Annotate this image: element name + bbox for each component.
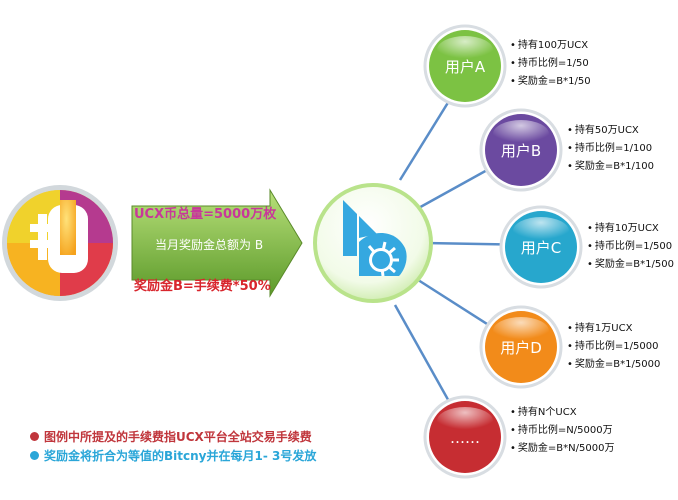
user-more-ratio: 持币比例=N/5000万 [510,422,614,440]
user-d-reward: 奖励金=B*1/5000 [567,356,660,374]
total-supply-text: UCX币总量=5000万枚 [134,206,277,222]
user-d-ratio: 持币比例=1/5000 [567,338,660,356]
user-a-details: 持有100万UCX 持币比例=1/50 奖励金=B*1/50 [510,37,591,91]
user-c-details: 持有10万UCX 持币比例=1/500 奖励金=B*1/500 [587,220,674,274]
user-c-holding: 持有10万UCX [587,220,674,238]
user-c-reward: 奖励金=B*1/500 [587,256,674,274]
monthly-reward-text: 当月奖励金总额为 B [155,237,263,252]
user-more-reward: 奖励金=B*N/5000万 [510,440,615,458]
user-more-label: …… [450,429,480,447]
user-a-node: 用户A [423,24,507,108]
user-b-node: 用户B [479,108,563,192]
user-a-reward: 奖励金=B*1/50 [510,73,591,91]
user-more-gloss [437,407,493,435]
user-b-label: 用户B [501,142,541,160]
user-more-holding: 持有N个UCX [510,404,614,422]
ucx-logo [2,185,118,301]
flow-arrow [131,188,303,298]
user-circles: 用户A 用户B 用户C 用户D …… [423,24,583,479]
user-d-details: 持有1万UCX 持币比例=1/5000 奖励金=B*1/5000 [567,320,660,374]
user-c-node: 用户C [499,205,583,289]
bitshares-logo-icon [343,200,407,277]
user-d-node: 用户D [479,305,563,389]
note-fee-definition: 图例中所提及的手续费指UCX平台全站交易手续费 [30,428,312,445]
user-a-ratio: 持币比例=1/50 [510,55,591,73]
red-bullet-icon [30,432,39,441]
user-b-ratio: 持币比例=1/100 [567,140,654,158]
user-d-label: 用户D [500,339,542,357]
user-c-ratio: 持币比例=1/500 [587,238,674,256]
user-d-holding: 持有1万UCX [567,320,660,338]
user-more-node: …… [423,395,507,479]
bitshares-hub [313,183,433,303]
note-fee-text: 图例中所提及的手续费指UCX平台全站交易手续费 [44,430,312,444]
user-b-reward: 奖励金=B*1/100 [567,158,654,176]
blue-bullet-icon [30,451,39,460]
note-payout-schedule: 奖励金将折合为等值的Bitcny并在每月1- 3号发放 [30,447,316,464]
user-more-details: 持有N个UCX 持币比例=N/5000万 奖励金=B*N/5000万 [510,404,615,458]
user-b-details: 持有50万UCX 持币比例=1/100 奖励金=B*1/100 [567,122,654,176]
user-a-holding: 持有100万UCX [510,37,591,55]
user-b-gloss [493,120,549,148]
note-payout-text: 奖励金将折合为等值的Bitcny并在每月1- 3号发放 [44,449,317,463]
user-c-gloss [513,217,569,245]
user-d-gloss [493,317,549,345]
user-b-holding: 持有50万UCX [567,122,654,140]
reward-formula-text: 奖励金B=手续费*50% [134,278,271,294]
user-c-label: 用户C [521,239,561,257]
user-a-label: 用户A [445,58,486,76]
user-a-gloss [437,36,493,64]
